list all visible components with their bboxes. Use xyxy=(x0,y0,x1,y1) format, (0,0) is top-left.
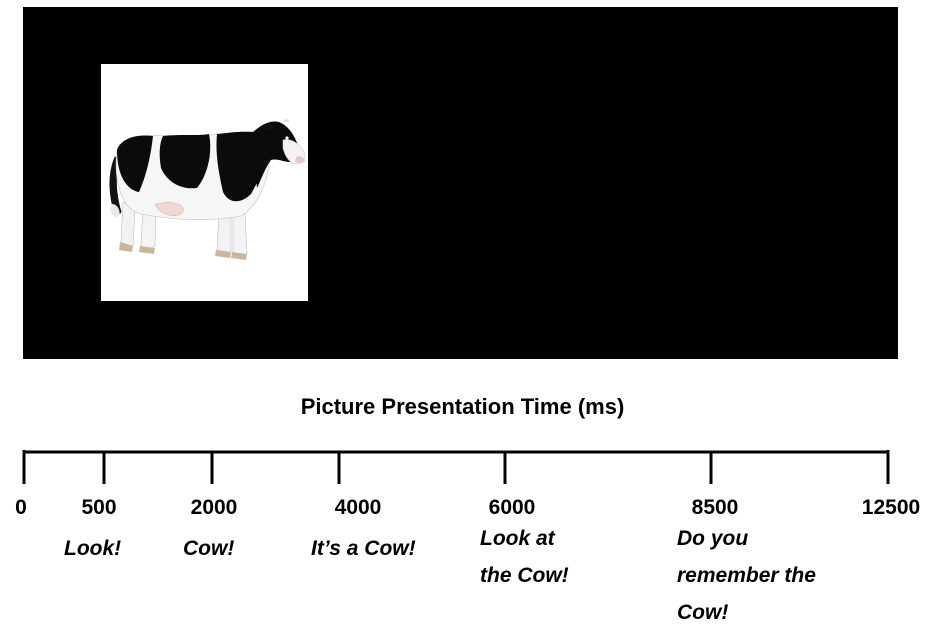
tick-label-0: 0 xyxy=(15,496,27,519)
picture-frame xyxy=(101,64,308,301)
cow-image xyxy=(109,119,306,260)
tick-label-8500: 8500 xyxy=(691,496,739,519)
stimulus-screen xyxy=(23,7,898,359)
cue-500: Look! xyxy=(64,530,121,567)
tick-label-4000: 4000 xyxy=(334,496,382,519)
timeline-title: Picture Presentation Time (ms) xyxy=(300,394,625,419)
cue-6000: Look at the Cow! xyxy=(480,520,569,594)
cue-6000-line-1: Look at xyxy=(480,527,555,550)
cue-8500-line-3: Cow! xyxy=(677,601,729,624)
timeline-axis xyxy=(22,450,890,484)
cue-4000: It’s a Cow! xyxy=(311,530,416,567)
cue-8500-line-2: remember the xyxy=(677,564,816,587)
cue-6000-line-2: the Cow! xyxy=(480,564,569,587)
tick-label-6000: 6000 xyxy=(488,496,536,519)
tick-label-12500: 12500 xyxy=(861,496,921,519)
tick-label-2000: 2000 xyxy=(190,496,238,519)
cue-4000-line-1: It’s a Cow! xyxy=(311,537,416,560)
tick-label-500: 500 xyxy=(81,496,117,519)
cue-2000-line-1: Cow! xyxy=(183,537,235,560)
cue-500-line-1: Look! xyxy=(64,537,122,560)
cue-8500: Do you remember the Cow! xyxy=(677,520,816,631)
cue-2000: Cow! xyxy=(183,530,234,567)
cue-8500-line-1: Do you xyxy=(677,527,749,550)
